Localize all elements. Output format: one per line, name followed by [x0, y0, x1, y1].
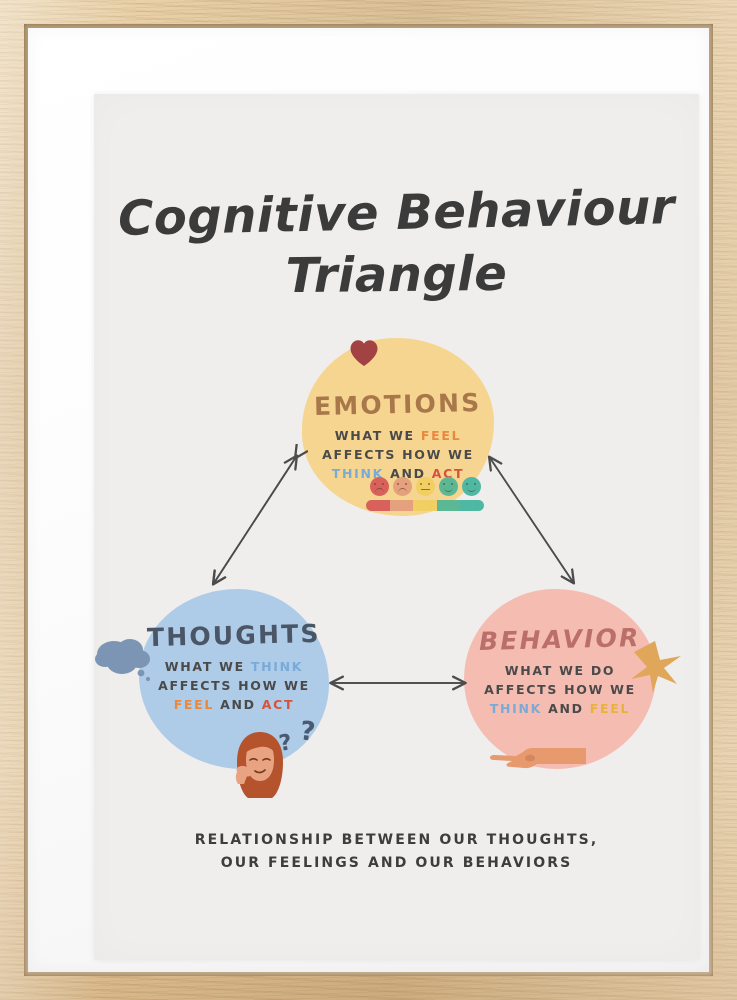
emotions-line3-mid: AND [384, 465, 432, 481]
mood-face-neutral[interactable] [415, 477, 435, 496]
question-mark-2: ? [298, 716, 317, 748]
behavior-line1: WHAT WE DO [504, 662, 616, 678]
mood-bar-segment [389, 500, 414, 511]
emotions-keyword-act: ACT [431, 465, 465, 481]
poster-artwork: Cognitive Behaviour Triangle [94, 94, 699, 960]
mood-scale[interactable] [366, 477, 484, 513]
behavior-title: BEHAVIOR [478, 622, 642, 656]
mood-face-very-happy[interactable] [461, 477, 481, 496]
behavior-circle [464, 589, 656, 769]
thoughts-emotions-arrow [202, 444, 308, 596]
thoughts-line1-text: WHAT WE [164, 658, 251, 674]
behavior-keyword-think: THINK [489, 700, 543, 716]
thoughts-line3-mid: AND [214, 696, 262, 712]
frame-mat: Cognitive Behaviour Triangle [28, 28, 709, 972]
thinking-girl-icon [235, 732, 283, 798]
emotions-line2: AFFECTS HOW WE [322, 446, 474, 462]
mood-bar-segment [460, 500, 484, 511]
mood-face-row [366, 477, 484, 496]
emotions-line1-text: WHAT WE [334, 427, 421, 443]
thought-cloud-icon [95, 639, 151, 682]
mood-face-sad[interactable] [369, 477, 389, 496]
thoughts-circle [139, 589, 329, 769]
caption-line2: OUR FEELINGS AND OUR BEHAVIORS [220, 855, 573, 871]
thoughts-body: WHAT WE THINK AFFECTS HOW WE FEEL AND AC… [158, 657, 310, 714]
thoughts-title: THOUGHTS [146, 618, 322, 652]
node-thoughts[interactable]: THOUGHTS WHAT WE THINK AFFECTS HOW WE FE… [139, 589, 329, 769]
emotions-keyword-think: THINK [331, 465, 385, 481]
thoughts-behavior-arrow [322, 672, 474, 694]
mood-bar-segment [436, 500, 461, 511]
heart-icon [350, 340, 378, 366]
mood-gradient-bar[interactable] [366, 500, 484, 511]
mood-bar-segment [366, 500, 390, 511]
caption-line1: RELATIONSHIP BETWEEN OUR THOUGHTS, [194, 832, 599, 848]
thoughts-keyword-feel: FEEL [173, 696, 215, 712]
behavior-body: WHAT WE DO AFFECTS HOW WE THINK AND FEEL [484, 661, 636, 718]
page-title-line1: Cognitive Behaviour [117, 179, 676, 247]
star-icon [631, 641, 681, 693]
thoughts-keyword-act: ACT [261, 696, 295, 712]
mood-bar-segment [413, 500, 437, 511]
pointing-hand-icon [490, 748, 586, 769]
node-behavior[interactable]: BEHAVIOR WHAT WE DO AFFECTS HOW WE THINK… [464, 589, 656, 769]
emotions-behavior-arrow [476, 446, 588, 596]
behavior-keyword-feel: FEEL [589, 700, 631, 716]
thoughts-keyword-think: THINK [250, 658, 304, 674]
behavior-line3-mid: AND [542, 700, 590, 716]
emotions-keyword-feel: FEEL [420, 427, 462, 443]
behavior-line2: AFFECTS HOW WE [484, 681, 636, 697]
thoughts-line2: AFFECTS HOW WE [158, 677, 310, 693]
emotions-title: EMOTIONS [313, 387, 483, 421]
mood-face-slightly-sad[interactable] [392, 477, 412, 496]
caption: RELATIONSHIP BETWEEN OUR THOUGHTS, OUR F… [94, 829, 699, 875]
page-title-line2: Triangle [285, 245, 508, 305]
emotions-body: WHAT WE FEEL AFFECTS HOW WE THINK AND AC… [322, 426, 474, 483]
mood-face-happy[interactable] [438, 477, 458, 496]
